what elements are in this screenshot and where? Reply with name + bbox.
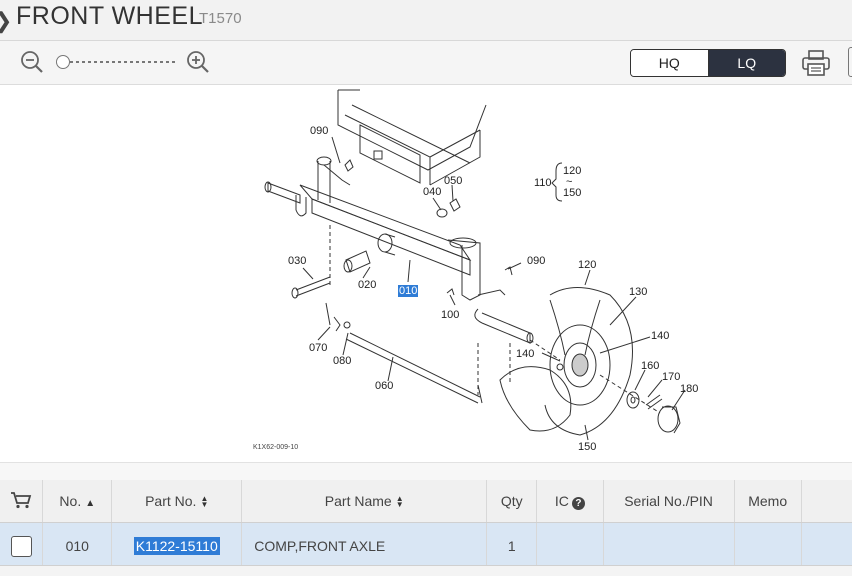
callout-150[interactable]: 150 (578, 441, 597, 453)
col-memo-label: Memo (748, 493, 788, 509)
col-memo: Memo (734, 480, 802, 523)
sort-both-icon[interactable]: ▲▼ (395, 494, 404, 510)
quality-toggle: HQ LQ (630, 49, 786, 77)
table-next-row (0, 565, 852, 576)
col-serial: Serial No./PIN (603, 480, 735, 523)
col-qty-label: Qty (500, 493, 523, 509)
callout-100[interactable]: 100 (441, 309, 460, 321)
cell-qty: 1 (486, 522, 538, 569)
model-code: T1570 (199, 10, 242, 27)
callout-080[interactable]: 080 (333, 355, 352, 367)
table-row[interactable]: 010 K1122-15110 COMP,FRONT AXLE 1 (0, 522, 852, 569)
figure-id: K1X62-009-10 (253, 444, 299, 451)
col-qty: Qty (486, 480, 538, 523)
callout-090-right[interactable]: 090 (527, 255, 546, 267)
col-part-no[interactable]: Part No.▲▼ (111, 480, 243, 523)
callout-010-highlighted[interactable]: 010 (398, 285, 419, 297)
col-no-label: No. (59, 493, 82, 509)
sort-asc-icon[interactable]: ▲ (85, 498, 96, 509)
zoom-slider-knob[interactable] (56, 55, 70, 69)
cell-extra (801, 522, 852, 569)
range-prefix[interactable]: 110 (534, 177, 552, 189)
parts-diagram: 090 050 040 030 020 010 100 090 120 130 … (0, 85, 852, 462)
col-serial-label: Serial No./PIN (624, 493, 713, 509)
page-title: FRONT WHEEL (16, 2, 203, 30)
lq-button[interactable]: LQ (708, 50, 785, 76)
callout-060[interactable]: 060 (375, 380, 394, 392)
row-checkbox[interactable] (10, 535, 32, 557)
parts-table: No.▲ Part No.▲▼ Part Name▲▼ Qty IC? Seri… (0, 480, 852, 569)
col-ic: IC? (536, 480, 604, 523)
col-extra (801, 480, 852, 523)
cell-part-name: COMP,FRONT AXLE (241, 522, 488, 569)
callout-130[interactable]: 130 (629, 286, 648, 298)
exploded-view-drawing (264, 89, 686, 441)
zoom-in-icon[interactable] (186, 50, 210, 74)
col-cart (0, 480, 44, 523)
col-part-name-label: Part Name (324, 493, 392, 509)
callout-040[interactable]: 040 (423, 186, 442, 198)
row-select-cell (0, 522, 44, 569)
table-header-row: No.▲ Part No.▲▼ Part Name▲▼ Qty IC? Seri… (0, 480, 852, 523)
callout-020[interactable]: 020 (358, 279, 377, 291)
zoom-out-icon[interactable] (20, 50, 44, 74)
print-icon[interactable] (801, 49, 831, 77)
cell-ic (536, 522, 604, 569)
cell-serial (603, 522, 735, 569)
col-ic-label: IC (554, 492, 569, 509)
cell-memo (734, 522, 802, 569)
zoom-slider[interactable] (56, 55, 176, 69)
callout-030[interactable]: 030 (288, 255, 307, 267)
range-bottom[interactable]: 150 (563, 187, 582, 199)
zoom-slider-track (58, 61, 176, 63)
callout-050[interactable]: 050 (444, 175, 463, 187)
col-part-no-label: Part No. (145, 493, 197, 509)
callout-140-inner[interactable]: 140 (516, 348, 535, 360)
cart-icon (11, 491, 32, 508)
diagram-table-divider (0, 462, 852, 481)
cell-part-no[interactable]: K1122-15110 (111, 522, 243, 569)
callout-120[interactable]: 120 (578, 259, 597, 271)
range-top[interactable]: 120 (563, 165, 582, 177)
fullscreen-button[interactable] (848, 47, 852, 77)
callout-160[interactable]: 160 (641, 360, 660, 372)
title-bar: ❯ FRONT WHEEL T1570 (0, 0, 852, 41)
hq-button[interactable]: HQ (631, 50, 709, 76)
cell-no: 010 (42, 522, 113, 569)
help-icon[interactable]: ? (571, 496, 585, 510)
callout-180[interactable]: 180 (680, 383, 699, 395)
callout-170[interactable]: 170 (662, 371, 681, 383)
callout-090[interactable]: 090 (310, 125, 329, 137)
callout-070[interactable]: 070 (309, 342, 328, 354)
back-chevron-icon[interactable]: ❯ (0, 8, 12, 34)
col-no[interactable]: No.▲ (42, 480, 113, 523)
part-number-highlighted[interactable]: K1122-15110 (133, 537, 220, 555)
col-part-name[interactable]: Part Name▲▼ (241, 480, 488, 523)
callout-140[interactable]: 140 (651, 330, 670, 342)
range-tilde: ~ (566, 176, 573, 188)
sort-both-icon[interactable]: ▲▼ (200, 494, 209, 510)
diagram-toolbar: HQ LQ (0, 41, 852, 85)
